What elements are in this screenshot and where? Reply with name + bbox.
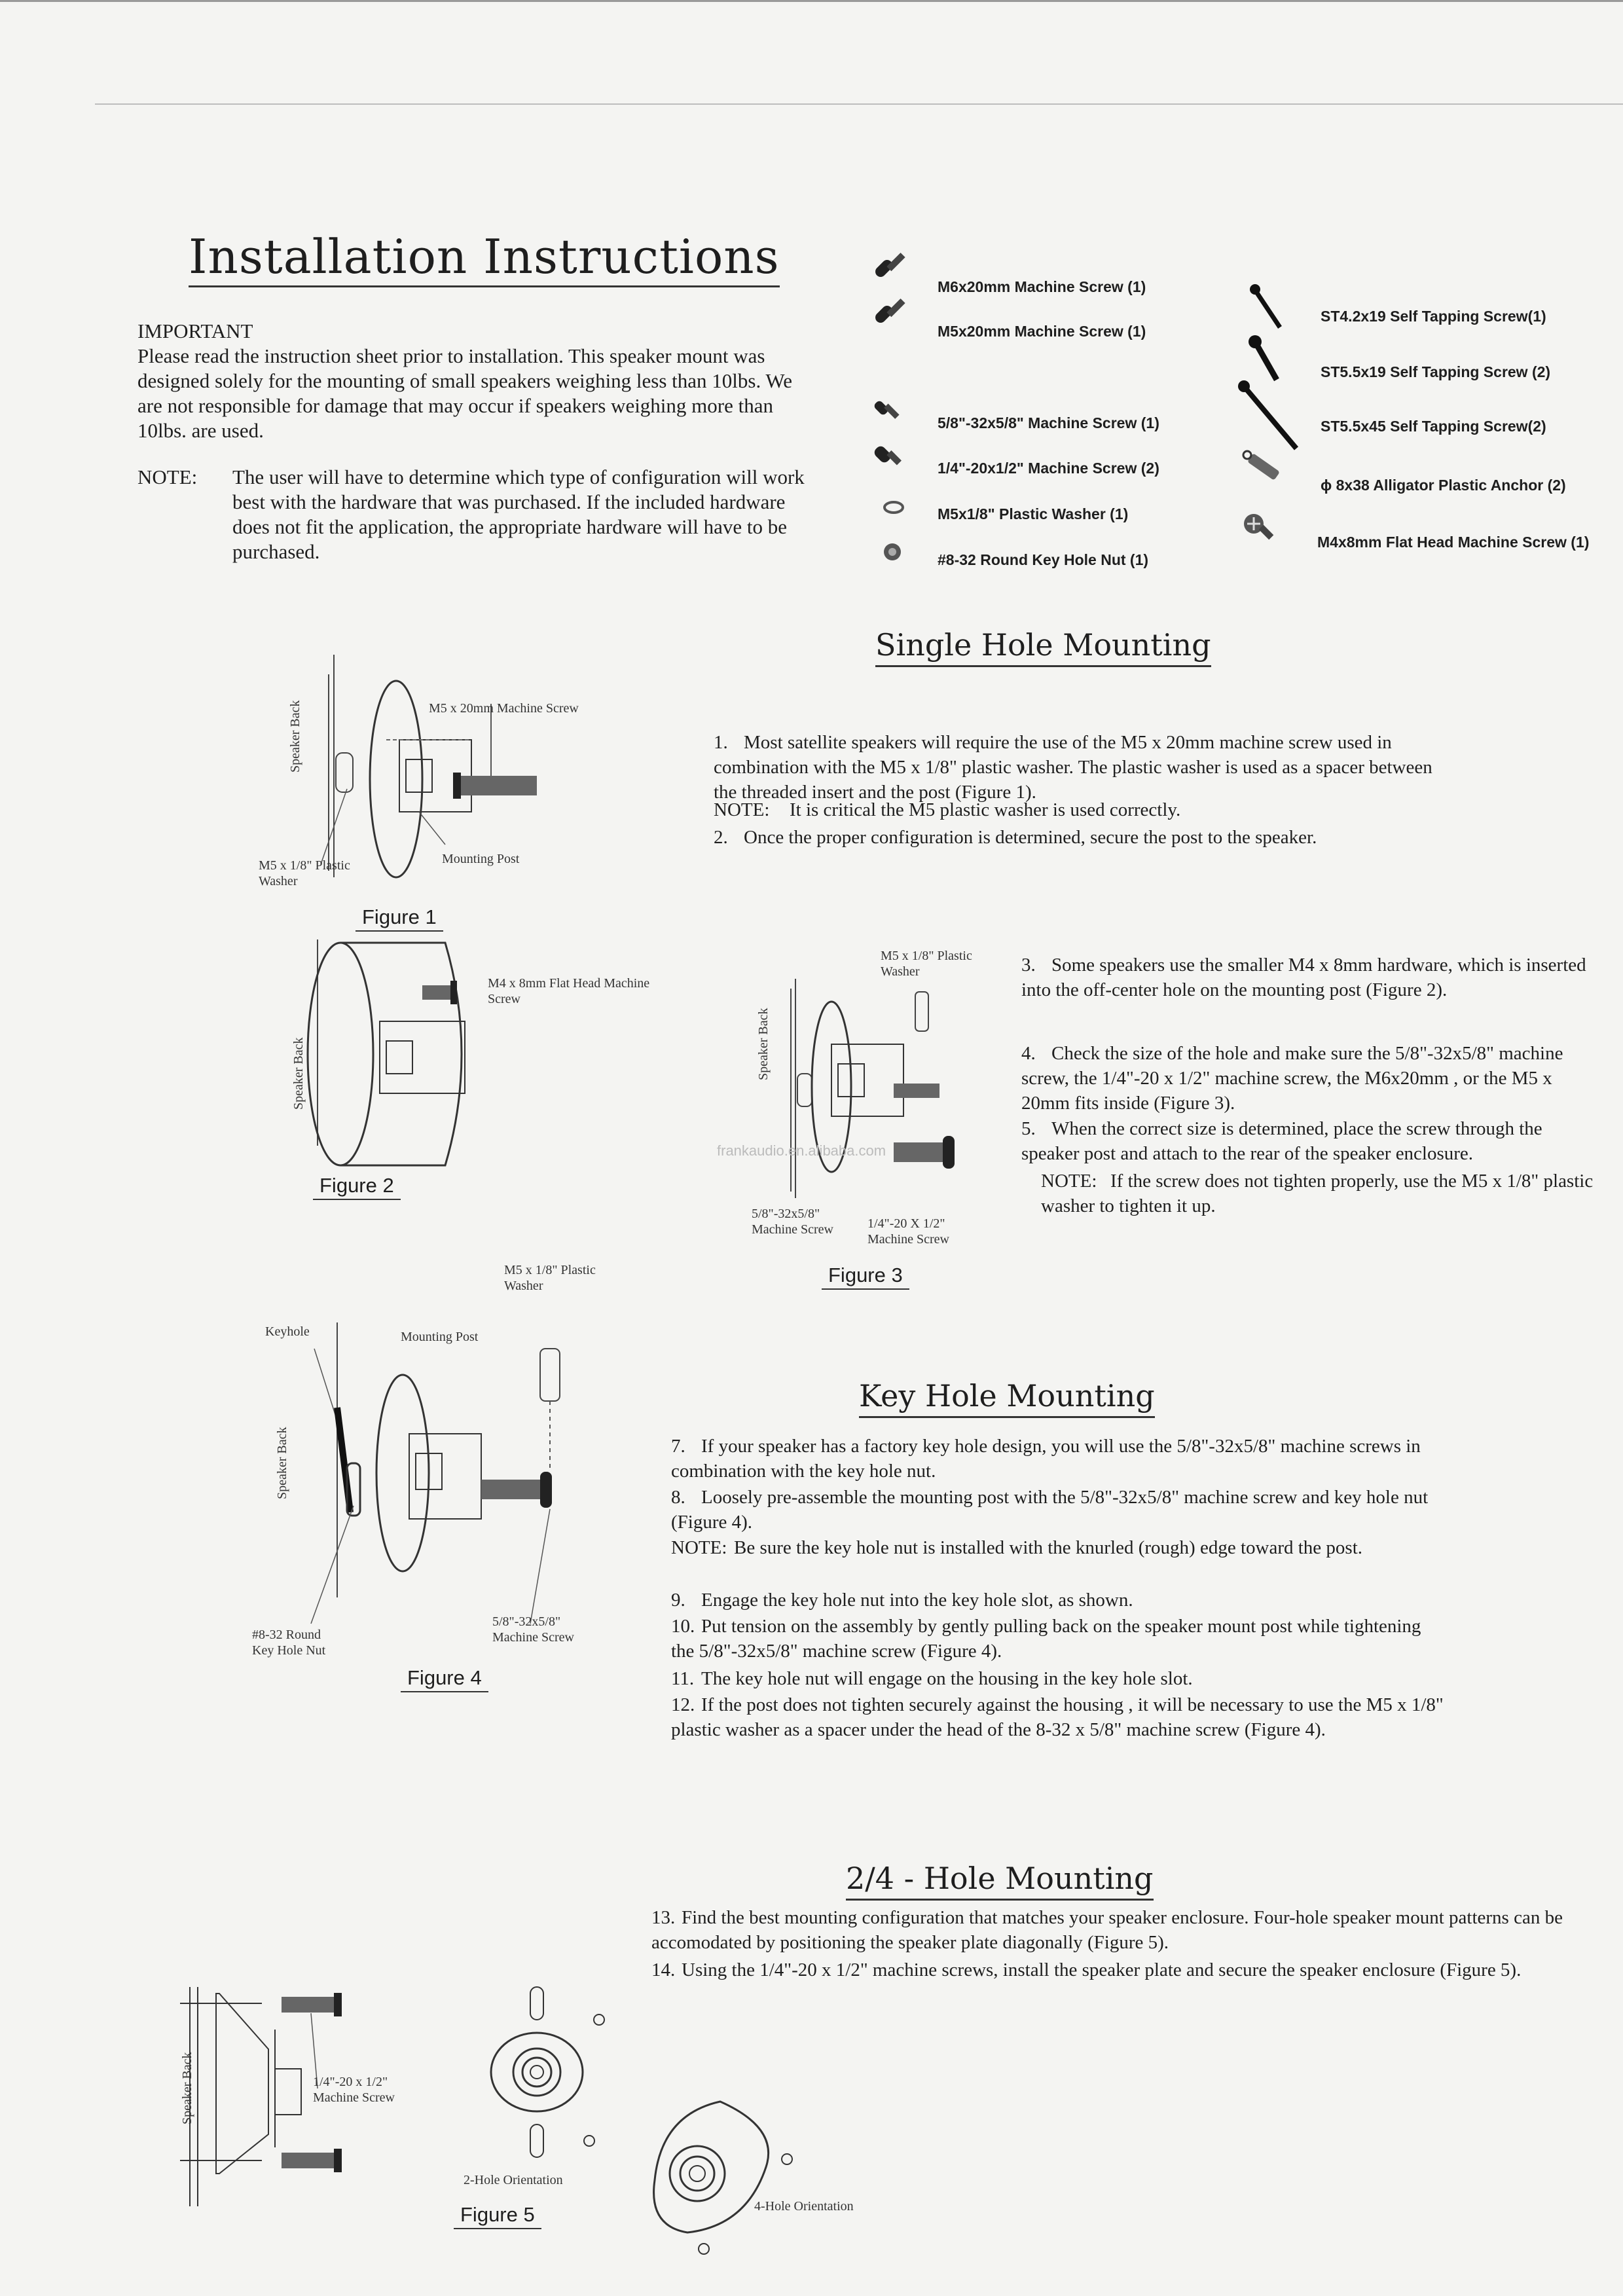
nut-icon	[884, 543, 901, 560]
hardware-item: #8-32 Round Key Hole Nut (1)	[938, 551, 1149, 568]
fig4-keyhole-label: Keyhole	[265, 1324, 310, 1339]
fig5-speaker-back-label: Speaker Back	[180, 2052, 194, 2124]
hardware-item: M5x20mm Machine Screw (1)	[938, 323, 1146, 340]
fig3-washer-label: M5 x 1/8" Plastic Washer	[881, 949, 972, 979]
fig2-speaker-back-label: Speaker Back	[291, 1037, 306, 1110]
step-13: 13.Find the best mounting configuration …	[651, 1907, 1563, 1953]
fig4-washer-label: M5 x 1/8" Plastic Washer	[504, 1263, 596, 1293]
figure-3-diagram	[790, 979, 955, 1198]
note-key: NOTE:Be sure the key hole nut is install…	[671, 1537, 1363, 1558]
fig4-nut-label: #8-32 Round Key Hole Nut	[252, 1628, 326, 1658]
fig3-screw-b-label: 1/4"-20 X 1/2" Machine Screw	[867, 1216, 949, 1247]
fig1-washer-label: M5 x 1/8" Plastic Washer	[259, 858, 350, 888]
fig4-post-label: Mounting Post	[401, 1330, 479, 1344]
step-2: 2.Once the proper configuration is deter…	[714, 827, 1317, 848]
figure-4-caption: Figure 4	[401, 1666, 488, 1692]
section-heading-single-hole: Single Hole Mounting	[875, 627, 1211, 667]
fig2-screw-label: M4 x 8mm Flat Head Machine Screw	[488, 976, 650, 1006]
flat-head-screw-icon	[1244, 514, 1274, 540]
hardware-item: ϕ 8x38 Alligator Plastic Anchor (2)	[1321, 477, 1566, 494]
hardware-item: ST5.5x45 Self Tapping Screw(2)	[1321, 418, 1546, 435]
washer-icon	[883, 501, 904, 514]
important-label: IMPORTANT	[137, 319, 253, 342]
note-label: NOTE:	[137, 465, 198, 488]
machine-screw-icon	[874, 446, 902, 465]
step-12: 12.If the post does not tighten securely…	[671, 1694, 1444, 1740]
page-title: Installation Instructions	[189, 229, 780, 287]
hardware-item: 1/4"-20x1/2" Machine Screw (2)	[938, 460, 1159, 477]
figure-4-diagram	[310, 1322, 560, 1624]
plastic-anchor-icon	[1242, 450, 1279, 480]
step-10: 10.Put tension on the assembly by gently…	[671, 1616, 1421, 1662]
figure-2-caption: Figure 2	[313, 1174, 401, 1200]
step-5: 5.When the correct size is determined, p…	[1021, 1118, 1542, 1164]
machine-screw-icon	[875, 298, 905, 323]
machine-screw-icon	[875, 252, 905, 277]
four-hole-plate-diagram	[653, 2100, 793, 2255]
figure-3-caption: Figure 3	[822, 1264, 909, 1290]
fig1-post-label: Mounting Post	[442, 852, 520, 866]
hardware-item: ST4.2x19 Self Tapping Screw(1)	[1321, 308, 1546, 325]
header-rule	[95, 103, 1623, 105]
figure-5-caption: Figure 5	[454, 2203, 541, 2229]
section-heading-two-four-hole: 2/4 - Hole Mounting	[846, 1861, 1154, 1901]
tapping-screw-icon	[1249, 335, 1279, 382]
note-single-2: NOTE:If the screw does not tighten prope…	[1041, 1171, 1594, 1216]
fig1-speaker-back-label: Speaker Back	[288, 700, 302, 773]
fig3-screw-a-label: 5/8"-32x5/8" Machine Screw	[752, 1207, 833, 1237]
tapping-screw-icon	[1238, 380, 1299, 450]
step-11: 11.The key hole nut will engage on the h…	[671, 1668, 1193, 1689]
note-single: NOTE:It is critical the M5 plastic washe…	[714, 799, 1181, 820]
step-14: 14.Using the 1/4"-20 x 1/2" machine scre…	[651, 1959, 1522, 1980]
important-block: IMPORTANT Please read the instruction sh…	[137, 319, 818, 443]
hardware-item: M6x20mm Machine Screw (1)	[938, 278, 1146, 295]
step-8: 8.Loosely pre-assemble the mounting post…	[671, 1487, 1429, 1533]
section-heading-key-hole: Key Hole Mounting	[859, 1378, 1155, 1418]
figure-1-diagram	[320, 655, 537, 879]
step-4: 4.Check the size of the hole and make su…	[1021, 1043, 1563, 1114]
step-7: 7.If your speaker has a factory key hole…	[671, 1436, 1421, 1482]
fig1-screw-label: M5 x 20mm Machine Screw	[429, 701, 579, 716]
tapping-screw-icon	[1250, 284, 1282, 329]
hardware-item: ST5.5x19 Self Tapping Screw (2)	[1321, 363, 1551, 380]
hardware-item: 5/8"-32x5/8" Machine Screw (1)	[938, 414, 1159, 431]
watermark: frankaudio.en.alibaba.com	[717, 1142, 886, 1159]
fig3-speaker-back-label: Speaker Back	[756, 1008, 771, 1080]
fig5-four-hole-label: 4-Hole Orientation	[754, 2199, 854, 2214]
fig5-screw-label: 1/4"-20 x 1/2" Machine Screw	[313, 2075, 395, 2105]
scan-edge	[0, 0, 1623, 2]
figure-2-diagram	[306, 939, 465, 1167]
note-text: The user will have to determine which ty…	[232, 465, 805, 563]
step-3: 3.Some speakers use the smaller M4 x 8mm…	[1021, 955, 1586, 1000]
step-1: 1.Most satellite speakers will require t…	[714, 732, 1432, 803]
hardware-item: M5x1/8" Plastic Washer (1)	[938, 505, 1129, 522]
figure-5-side-diagram	[180, 1987, 342, 2206]
step-9: 9.Engage the key hole nut into the key h…	[671, 1590, 1133, 1611]
important-text: Please read the instruction sheet prior …	[137, 344, 792, 442]
hardware-item: M4x8mm Flat Head Machine Screw (1)	[1317, 534, 1590, 551]
two-hole-plate-diagram	[490, 1986, 605, 2158]
fig4-speaker-back-label: Speaker Back	[275, 1427, 289, 1499]
fig4-screw-label: 5/8"-32x5/8" Machine Screw	[492, 1614, 574, 1645]
machine-screw-icon	[874, 401, 900, 419]
figure-1-caption: Figure 1	[356, 905, 443, 932]
fig5-two-hole-label: 2-Hole Orientation	[464, 2173, 563, 2187]
